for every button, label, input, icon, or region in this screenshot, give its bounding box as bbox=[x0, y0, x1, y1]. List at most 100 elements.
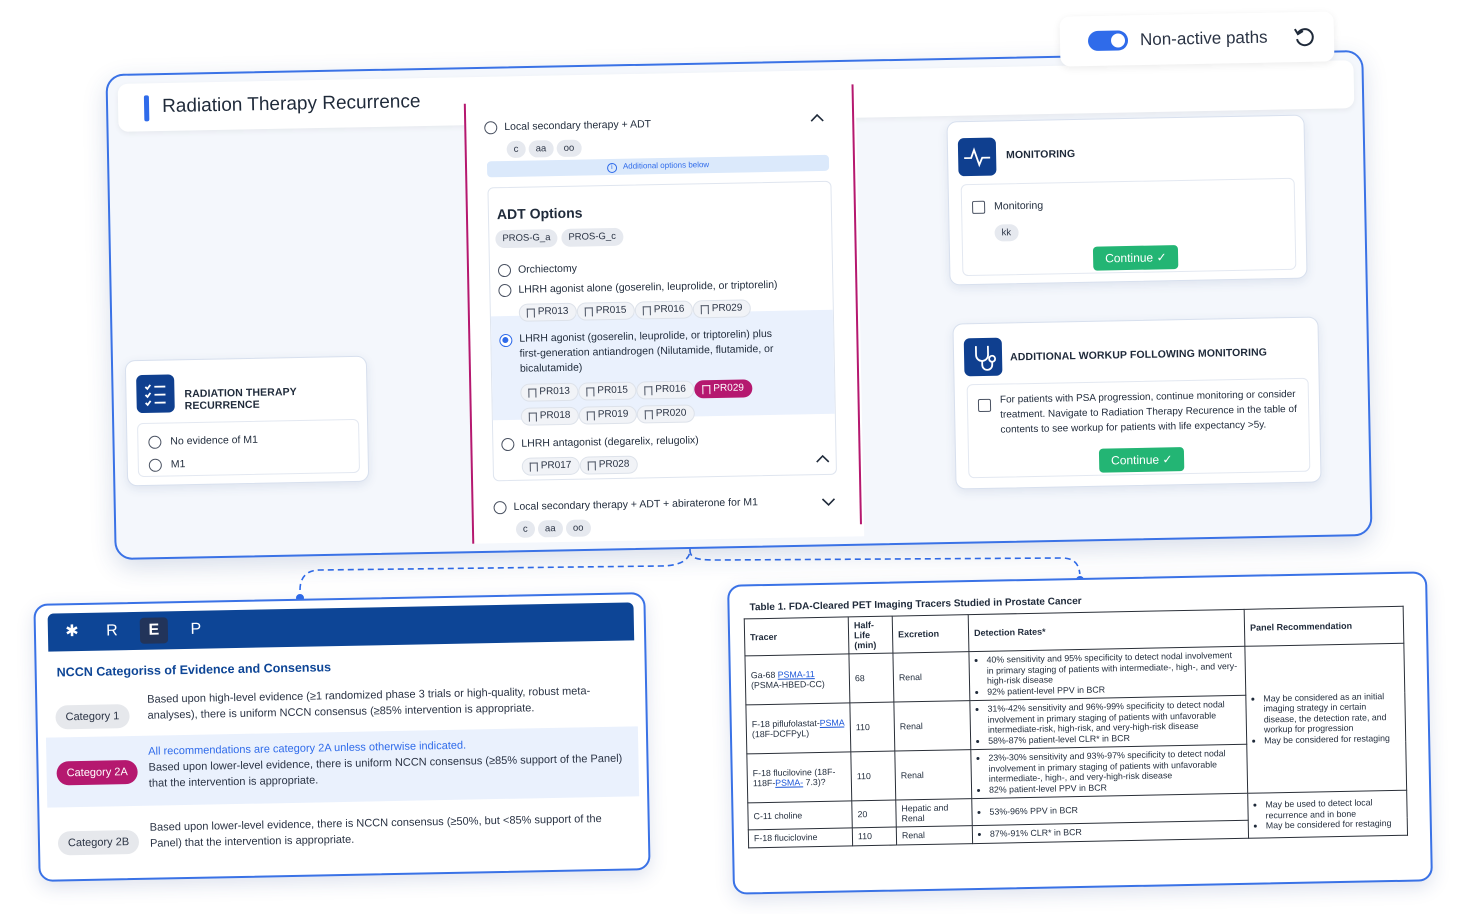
pet-table-title: Table 1. FDA-Cleared PET Imaging Tracers… bbox=[749, 595, 1082, 614]
rates-cell: 31%-42% sensitivity and 96%-99% specific… bbox=[969, 695, 1247, 750]
chevron-down-icon[interactable] bbox=[821, 497, 836, 507]
monitoring-label: Monitoring bbox=[993, 199, 1044, 213]
orchiectomy-label: Orchiectomy bbox=[517, 262, 578, 276]
local-adt-radio[interactable] bbox=[484, 121, 498, 135]
tab-evidence[interactable]: E bbox=[139, 617, 169, 644]
psma-link[interactable]: PSMA bbox=[819, 717, 845, 728]
ref-chip[interactable]: PR013 bbox=[518, 302, 577, 322]
workup-checkbox[interactable] bbox=[977, 398, 992, 413]
check-icon: ✓ bbox=[1162, 452, 1173, 467]
pulse-icon bbox=[957, 137, 997, 177]
tab-preference[interactable]: P bbox=[190, 620, 202, 638]
adt-tag: PROS-G_c bbox=[561, 227, 624, 247]
stethoscope-icon bbox=[963, 337, 1003, 377]
workup-title: ADDITIONAL WORKUP FOLLOWING MONITORING bbox=[1009, 346, 1268, 364]
rt-recurrence-node: RADIATION THERAPY RECURRENCE No evidence… bbox=[124, 355, 370, 487]
ref-chip[interactable]: PR020 bbox=[636, 404, 695, 424]
local-adt-abi-chip: aa bbox=[537, 519, 563, 538]
m1-radio[interactable] bbox=[148, 458, 162, 472]
checklist-icon bbox=[136, 374, 175, 414]
ref-chip[interactable]: PR019 bbox=[578, 405, 637, 425]
adt-options-box: ADT Options PROS-G_a PROS-G_c Orchiectom… bbox=[487, 180, 838, 482]
chevron-up-icon[interactable] bbox=[816, 454, 830, 464]
ref-chip[interactable]: PR015 bbox=[578, 381, 637, 401]
no-evidence-m1-radio[interactable] bbox=[148, 435, 162, 449]
excretion-cell: Renal bbox=[896, 825, 973, 845]
chevron-up-icon[interactable] bbox=[810, 113, 824, 123]
category-2b-pill: Category 2B bbox=[57, 829, 140, 856]
local-adt-abi-chip: c bbox=[515, 520, 535, 538]
continue-label: Continue bbox=[1104, 250, 1154, 266]
continue-label: Continue bbox=[1110, 452, 1160, 468]
excretion-cell: Renal bbox=[892, 651, 970, 703]
monitoring-chip: kk bbox=[994, 224, 1019, 242]
psma-link[interactable]: PSMA- bbox=[775, 777, 804, 788]
no-evidence-m1-label: No evidence of M1 bbox=[170, 433, 259, 448]
col-detection-rates: Detection Rates* bbox=[968, 609, 1245, 652]
additional-options-text: Additional options below bbox=[622, 160, 710, 171]
col-tracer: Tracer bbox=[744, 616, 849, 656]
additional-workup-node: ADDITIONAL WORKUP FOLLOWING MONITORING F… bbox=[952, 316, 1322, 490]
ref-chip[interactable]: PR013 bbox=[520, 382, 579, 402]
excretion-cell: Renal bbox=[893, 700, 971, 752]
top-controls: Non-active paths bbox=[1059, 11, 1335, 67]
half-life-cell: 68 bbox=[848, 653, 894, 703]
evidence-card: ✱ R E P NCCN Categoriss of Evidence and … bbox=[33, 592, 651, 882]
monitoring-title: MONITORING bbox=[1006, 147, 1076, 162]
monitoring-continue-button[interactable]: Continue ✓ bbox=[1092, 245, 1179, 271]
local-adt-chip: c bbox=[506, 140, 526, 158]
local-adt-label: Local secondary therapy + ADT bbox=[504, 118, 652, 134]
evidence-tab-bar: ✱ R E P bbox=[47, 602, 635, 652]
monitoring-checkbox[interactable] bbox=[971, 200, 986, 214]
local-adt-abi-radio[interactable] bbox=[493, 501, 507, 515]
ref-chip[interactable]: PR016 bbox=[634, 300, 693, 320]
adt-options-title: ADT Options bbox=[496, 204, 583, 223]
reset-icon[interactable] bbox=[1292, 24, 1318, 50]
excretion-cell: Hepatic and Renal bbox=[895, 798, 973, 828]
lhrh-plus-antiandrogen-label: LHRH agonist (goserelin, leuprolide, or … bbox=[519, 327, 774, 375]
category-2a-pill: Category 2A bbox=[56, 759, 139, 786]
rates-cell: 23%-30% sensitivity and 93%-97% specific… bbox=[970, 744, 1248, 799]
orchiectomy-radio[interactable] bbox=[497, 263, 512, 278]
ref-chip-active[interactable]: PR029 bbox=[694, 379, 753, 399]
tracer-cell: F-18 flucilovine (18F-118F-PSMA- 7.3)? bbox=[746, 751, 852, 803]
tracer-cell: F-18 fluciclovine bbox=[748, 827, 853, 848]
ref-chip[interactable]: PR018 bbox=[520, 406, 579, 426]
pet-table-card: Table 1. FDA-Cleared PET Imaging Tracers… bbox=[727, 571, 1433, 895]
title-accent-bar bbox=[143, 95, 150, 122]
tracer-cell: Ga-68 PSMA-11 (PSMA-HBED-CC) bbox=[744, 653, 850, 705]
local-adt-chip: oo bbox=[556, 139, 582, 158]
lhrh-antagonist-radio[interactable] bbox=[501, 437, 515, 452]
ref-chip[interactable]: PR015 bbox=[576, 301, 635, 321]
rt-options-box: No evidence of M1 M1 bbox=[137, 418, 361, 478]
col-excretion: Excretion bbox=[892, 614, 969, 654]
col-half-life: Half-Life (min) bbox=[848, 616, 893, 654]
adt-tag: PROS-G_a bbox=[495, 229, 558, 249]
check-icon: ✓ bbox=[1156, 250, 1167, 265]
workup-text: For patients with PSA progression, conti… bbox=[999, 388, 1297, 436]
ref-chip[interactable]: PR016 bbox=[636, 380, 695, 400]
half-life-cell: 110 bbox=[849, 702, 895, 752]
recommendation-cell: May be considered as an initial imaging … bbox=[1244, 643, 1407, 794]
workup-continue-button[interactable]: Continue ✓ bbox=[1098, 447, 1185, 473]
col-panel-recommendation: Panel Recommendation bbox=[1244, 606, 1404, 647]
non-active-paths-toggle[interactable] bbox=[1087, 30, 1129, 52]
tracer-cell: C-11 choline bbox=[747, 800, 853, 830]
ref-chip[interactable]: PR029 bbox=[692, 299, 751, 319]
local-adt-abi-chip: oo bbox=[565, 519, 591, 537]
ref-chip[interactable]: PR017 bbox=[521, 456, 580, 476]
local-adt-abi-label: Local secondary therapy + ADT + abirater… bbox=[513, 496, 759, 513]
tab-asterisk[interactable]: ✱ bbox=[65, 623, 79, 641]
monitoring-node: MONITORING Monitoring kk Continue ✓ bbox=[946, 114, 1308, 286]
non-active-paths-label: Non-active paths bbox=[1139, 27, 1268, 50]
lhrh-antagonist-label: LHRH antagonist (degarelix, relugolix) bbox=[521, 434, 699, 450]
ref-chip[interactable]: PR028 bbox=[579, 455, 638, 475]
tracer-cell: F-18 piflufolastat-PSMA (18F-DCFPyL) bbox=[745, 702, 851, 754]
category-1-pill: Category 1 bbox=[55, 704, 130, 730]
half-life-cell: 110 bbox=[850, 751, 896, 801]
lhrh-alone-radio[interactable] bbox=[498, 283, 512, 298]
link-table bbox=[689, 549, 1081, 579]
tab-references[interactable]: R bbox=[105, 622, 118, 640]
